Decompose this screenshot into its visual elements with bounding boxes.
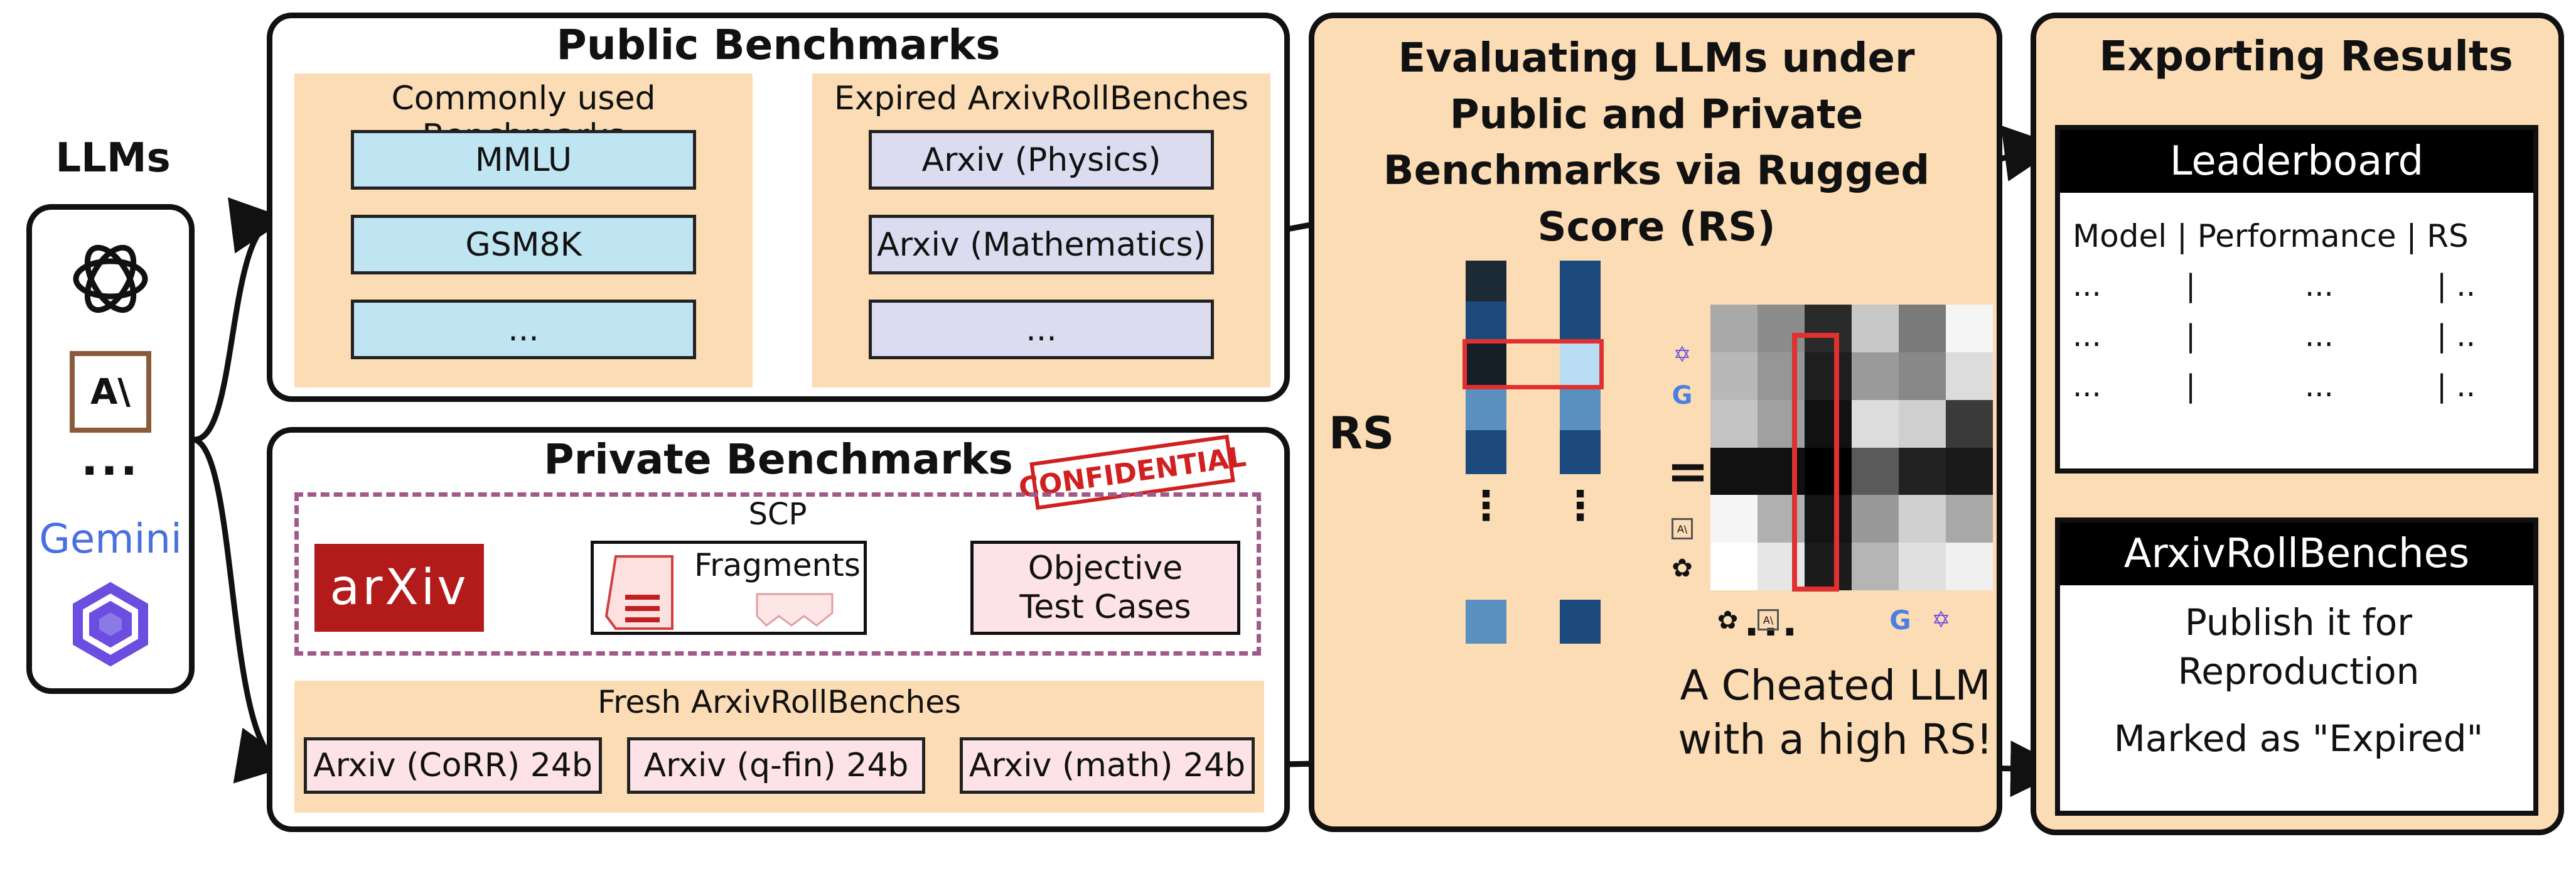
row-cell: | .. [2437,318,2476,354]
expired-benchmarks-group: Expired ArxivRollBenches Arxiv (Physics)… [812,73,1270,387]
arxiv-logo: arXiv [314,544,484,632]
leaderboard-rows: ... | ... | .. ... | ... | .. ... | ... … [2073,268,2525,419]
google-icon: G [1889,605,1911,636]
gemini-icon: Gemini [39,516,182,563]
rs-label: RS [1328,408,1395,459]
objective-test-cases: Objective Test Cases [970,541,1240,635]
fragments-box: Fragments [591,541,867,635]
rs-cell [1560,342,1601,386]
fresh-title: Fresh ArxivRollBenches [597,684,962,720]
leaderboard-row: ... | ... | .. [2073,268,2525,318]
row-cell: ... [2305,369,2334,404]
private-title: Private Benchmarks [544,435,1013,484]
rs-cell [1466,600,1506,644]
arxivroll-card: ArxivRollBenches Publish it for Reproduc… [2055,517,2538,816]
row-cell: ... [2305,268,2334,303]
fragment-piece-icon [756,593,834,627]
benchmark-mmlu: MMLU [351,130,696,190]
benchmark-gsm8k: GSM8K [351,215,696,274]
google-icon: G [1672,381,1693,410]
expired-title: Expired ArxivRollBenches [834,80,1249,117]
row-cell: ... [2073,268,2101,303]
rs-vdots-1: ⋮ [1466,483,1506,529]
benchmark-expired-more: ... [869,300,1214,359]
row-cell: ... [2073,369,2101,404]
llms-title: LLMs [55,135,171,181]
rs-cell [1466,430,1506,474]
row-cell: ... [2073,318,2101,354]
llms-more-dots: ... [80,433,141,485]
document-icon [604,555,674,630]
arxivroll-marked: Marked as "Expired" [2113,717,2484,760]
arrow-llms-to-private [193,436,294,784]
leaderboard-title: Leaderboard [2060,130,2533,193]
row-cell: | .. [2437,268,2476,303]
qwen-icon: ✡ [1931,607,1951,633]
row-cell: | [2186,268,2196,303]
rs-cell [1560,261,1601,301]
openai-icon: ✿ [1672,554,1693,583]
anthropic-icon: A\ [70,351,151,433]
anthropic-icon: A\ [1758,609,1779,631]
row-cell: ... [2305,318,2334,354]
rs-heatmap [1710,305,1993,590]
benchmark-arxiv-math: Arxiv (math) 24b [960,737,1255,794]
row-cell: | [2186,318,2196,354]
qwen-icon [73,582,148,667]
heatmap-dots: ... [1744,599,1801,646]
scp-title: SCP [748,497,807,532]
public-benchmarks-panel: Public Benchmarks Commonly used Benchmar… [267,13,1290,402]
cheated-column-highlight [1792,333,1839,592]
openai-icon: ✿ [1717,605,1739,635]
common-benchmarks-group: Commonly used Benchmarks MMLU GSM8K ... [294,73,753,387]
equals-sign: = [1666,442,1709,501]
qwen-icon: ✡ [1673,342,1692,367]
public-title: Public Benchmarks [556,21,1001,69]
arxivroll-publish: Publish it for Reproduction [2177,601,2420,693]
scp-box: SCP arXiv Fragments Objective Test Cases [294,492,1261,656]
rs-vdots-2: ⋮ [1560,483,1601,529]
cheated-llm-label: A Cheated LLM with a high RS! [1678,661,1993,764]
benchmark-arxiv-mathematics: Arxiv (Mathematics) [869,215,1214,274]
exporting-panel: Exporting Results Leaderboard Model | Pe… [2031,13,2564,835]
benchmark-arxiv-qfin: Arxiv (q-fin) 24b [627,737,925,794]
anthropic-icon: A\ [1672,518,1693,539]
rs-cell [1466,261,1506,301]
fresh-benchmarks-group: Fresh ArxivRollBenches Arxiv (CoRR) 24b … [294,681,1264,813]
evaluating-title: Evaluating LLMs under Public and Private… [1383,35,1930,251]
llms-box: A\ ... Gemini [26,204,195,694]
benchmark-arxiv-corr: Arxiv (CoRR) 24b [304,737,602,794]
openai-icon [73,244,148,313]
private-benchmarks-panel: Private Benchmarks CONFIDENTIAL SCP arXi… [267,427,1290,832]
benchmark-arxiv-physics: Arxiv (Physics) [869,130,1214,190]
benchmark-more: ... [351,300,696,359]
rs-cell [1560,301,1601,342]
arrow-llms-to-public [194,197,287,443]
fragments-label: Fragments [694,547,861,583]
leaderboard-header: Model | Performance | RS [2073,218,2469,254]
arxivroll-title: ArxivRollBenches [2060,522,2533,585]
row-cell: | .. [2437,369,2476,404]
exporting-title: Exporting Results [2099,32,2513,80]
rs-cell [1466,301,1506,342]
leaderboard-row: ... | ... | .. [2073,318,2525,369]
rs-cell [1560,430,1601,474]
leaderboard-row: ... | ... | .. [2073,369,2525,419]
rs-cell [1466,342,1506,386]
row-cell: | [2186,369,2196,404]
rs-highlight-box [1462,339,1604,389]
rs-cell [1560,600,1601,644]
rs-cell [1560,386,1601,430]
rs-cell [1466,386,1506,430]
leaderboard-card: Leaderboard Model | Performance | RS ...… [2055,125,2538,474]
